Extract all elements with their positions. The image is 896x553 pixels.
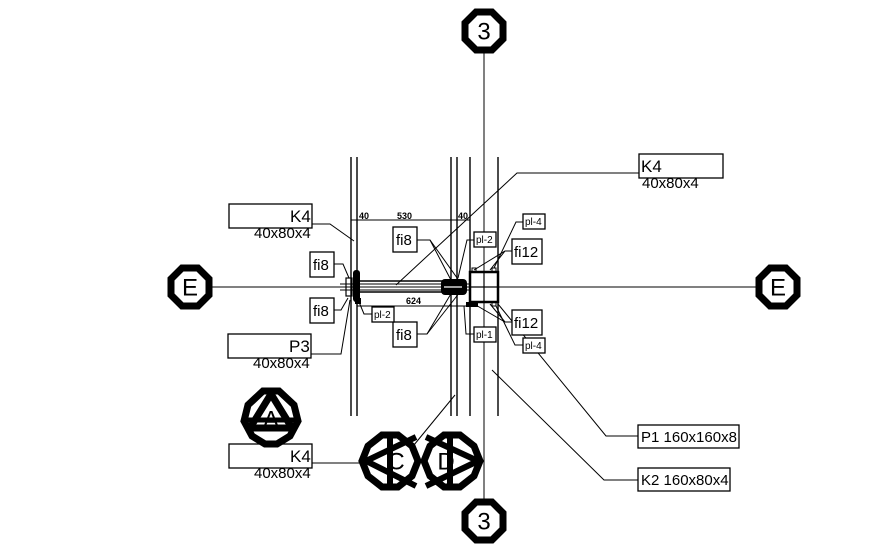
section-marker-c: C [358, 431, 422, 491]
tag-pl2-top: pl-2 [473, 231, 497, 248]
grid-bubble-3-top: 3 [461, 8, 507, 54]
label-p3: P3 40x80x4 [227, 333, 312, 372]
label-k4-bottom: K4 40x80x4 [228, 443, 313, 482]
svg-text:K2 160x80x4: K2 160x80x4 [641, 472, 729, 489]
tag-fi8-left-top: fi8 [309, 251, 335, 278]
dim-40-left: 40 [359, 211, 369, 221]
svg-text:fi8: fi8 [313, 303, 329, 320]
tag-pl4-top: pl-4 [522, 213, 546, 230]
svg-text:fi12: fi12 [514, 315, 538, 332]
svg-text:fi12: fi12 [514, 244, 538, 261]
svg-text:pl-1: pl-1 [476, 330, 493, 341]
tag-fi8-mid-top: fi8 [392, 226, 418, 253]
svg-text:fi8: fi8 [396, 232, 412, 249]
svg-text:pl-4: pl-4 [525, 217, 542, 228]
svg-text:40x80x4: 40x80x4 [642, 175, 699, 192]
leader-lines [311, 172, 640, 481]
svg-text:40x80x4: 40x80x4 [254, 465, 311, 482]
svg-text:E: E [182, 275, 198, 302]
grid-bubble-3-bottom: 3 [461, 498, 507, 544]
svg-text:fi8: fi8 [396, 327, 412, 344]
tag-pl1: pl-1 [473, 326, 497, 343]
dim-40-right: 40 [458, 211, 468, 221]
right-connection-detail [441, 267, 500, 307]
svg-text:40x80x4: 40x80x4 [253, 355, 310, 372]
svg-text:K4: K4 [290, 207, 311, 226]
dimension-bottom: 624 [357, 296, 470, 307]
section-marker-a: A [240, 387, 302, 448]
svg-text:E: E [770, 275, 786, 302]
section-marker-d: D [420, 431, 484, 491]
svg-text:pl-2: pl-2 [476, 235, 493, 246]
svg-text:C: C [387, 449, 404, 476]
tag-pl4-bottom: pl-4 [522, 337, 546, 354]
dimension-top: 40 530 40 [351, 211, 470, 224]
grid-bubble-e-right: E [755, 264, 801, 310]
svg-text:pl-4: pl-4 [525, 341, 542, 352]
label-k4-top-left: K4 40x80x4 [228, 203, 313, 242]
svg-text:3: 3 [477, 509, 490, 536]
svg-text:K4: K4 [641, 157, 662, 176]
svg-text:A: A [263, 407, 279, 434]
dim-624: 624 [406, 296, 421, 306]
svg-text:fi8: fi8 [313, 257, 329, 274]
tag-fi12-bottom: fi12 [511, 309, 543, 336]
grid-bubble-e-left: E [167, 264, 213, 310]
tag-fi12-top: fi12 [511, 238, 543, 265]
tag-pl2-bottom: pl-2 [371, 306, 395, 323]
dim-530: 530 [397, 211, 412, 221]
svg-text:40x80x4: 40x80x4 [254, 225, 311, 242]
svg-text:3: 3 [477, 19, 490, 46]
svg-text:pl-2: pl-2 [374, 310, 391, 321]
label-p1: P1 160x160x8 [637, 424, 740, 449]
label-k4-top-right: K4 40x80x4 [638, 153, 724, 192]
tag-fi8-left-bottom: fi8 [309, 297, 335, 324]
svg-text:P3: P3 [289, 337, 310, 356]
tag-fi8-mid-bottom: fi8 [392, 321, 418, 348]
svg-text:K4: K4 [290, 447, 311, 466]
svg-text:D: D [437, 449, 454, 476]
label-k2: K2 160x80x4 [637, 467, 731, 492]
svg-text:P1 160x160x8: P1 160x160x8 [641, 429, 737, 446]
